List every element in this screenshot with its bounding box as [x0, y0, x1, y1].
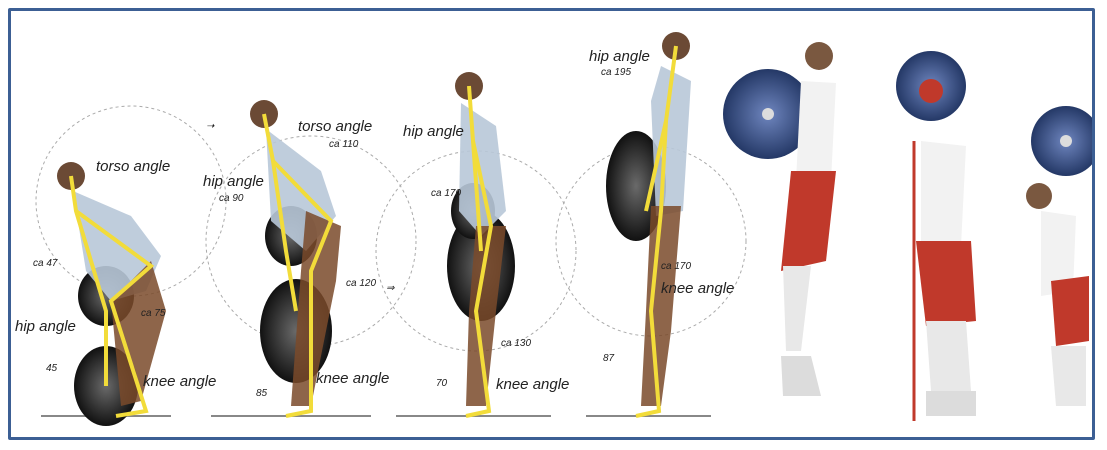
athlete-leg [1051, 346, 1086, 406]
value-knee: ca 130 [501, 338, 531, 349]
phase-1-start-position: torso angle hip angle knee angle ca 47 c… [15, 106, 226, 426]
phase-7-squat-photo [1026, 106, 1092, 406]
value-a: ca 47 [33, 258, 58, 269]
figure-frame: torso angle hip angle knee angle ca 47 c… [8, 8, 1095, 440]
athlete-leg [783, 266, 811, 351]
arrow-marker: ⇒ [386, 283, 395, 294]
athlete-shoes [926, 391, 976, 416]
value-c: 45 [46, 363, 58, 374]
value-ground: 70 [436, 378, 448, 389]
phase-3-transition: ⇒ hip angle ca 170 ca 130 knee angle 70 [376, 72, 576, 416]
plate-hub [762, 108, 774, 120]
value-torso: ca 110 [329, 139, 359, 150]
label-hip-angle: hip angle [589, 48, 650, 65]
athlete-singlet [916, 241, 976, 326]
arrow-marker: ➝ [206, 121, 215, 132]
label-torso-angle: torso angle [96, 158, 170, 175]
phase-6-catch-photo [896, 51, 976, 421]
phase-4-extension: hip angle ca 195 ca 170 knee angle 87 [556, 32, 746, 416]
label-knee-angle: knee angle [143, 373, 216, 390]
phase-2-first-pull: ➝ torso angle ca 110 hip angle ca 90 ca … [203, 100, 416, 416]
label-torso-angle: torso angle [298, 118, 372, 135]
value-knee: ca 170 [661, 261, 691, 272]
plate-center [919, 79, 943, 103]
athlete-shoes [781, 356, 821, 396]
athlete-singlet [781, 171, 836, 271]
value-hip: ca 170 [431, 188, 461, 199]
athlete-head [805, 42, 833, 70]
athlete-head [1026, 183, 1052, 209]
plate-hub [1060, 135, 1072, 147]
value-ground: 85 [256, 388, 268, 399]
label-knee-angle: knee angle [661, 280, 734, 297]
label-hip-angle: hip angle [203, 173, 264, 190]
value-knee: ca 120 [346, 278, 376, 289]
value-b: ca 75 [141, 308, 166, 319]
athlete-leg [926, 321, 971, 391]
athlete-shirt [796, 81, 836, 181]
label-hip-angle: hip angle [403, 123, 464, 140]
value-hip: ca 90 [219, 193, 244, 204]
athlete-shirt [921, 141, 966, 246]
label-knee-angle: knee angle [316, 370, 389, 387]
label-knee-angle: knee angle [496, 376, 569, 393]
athlete-torso [459, 103, 506, 236]
phase-5-high-pull-photo [723, 42, 836, 396]
weightlifting-sequence-diagram: torso angle hip angle knee angle ca 47 c… [11, 11, 1092, 437]
athlete-singlet [1051, 276, 1089, 346]
value-ground: 87 [603, 353, 615, 364]
value-hip: ca 195 [601, 67, 631, 78]
label-hip-angle: hip angle [15, 318, 76, 335]
